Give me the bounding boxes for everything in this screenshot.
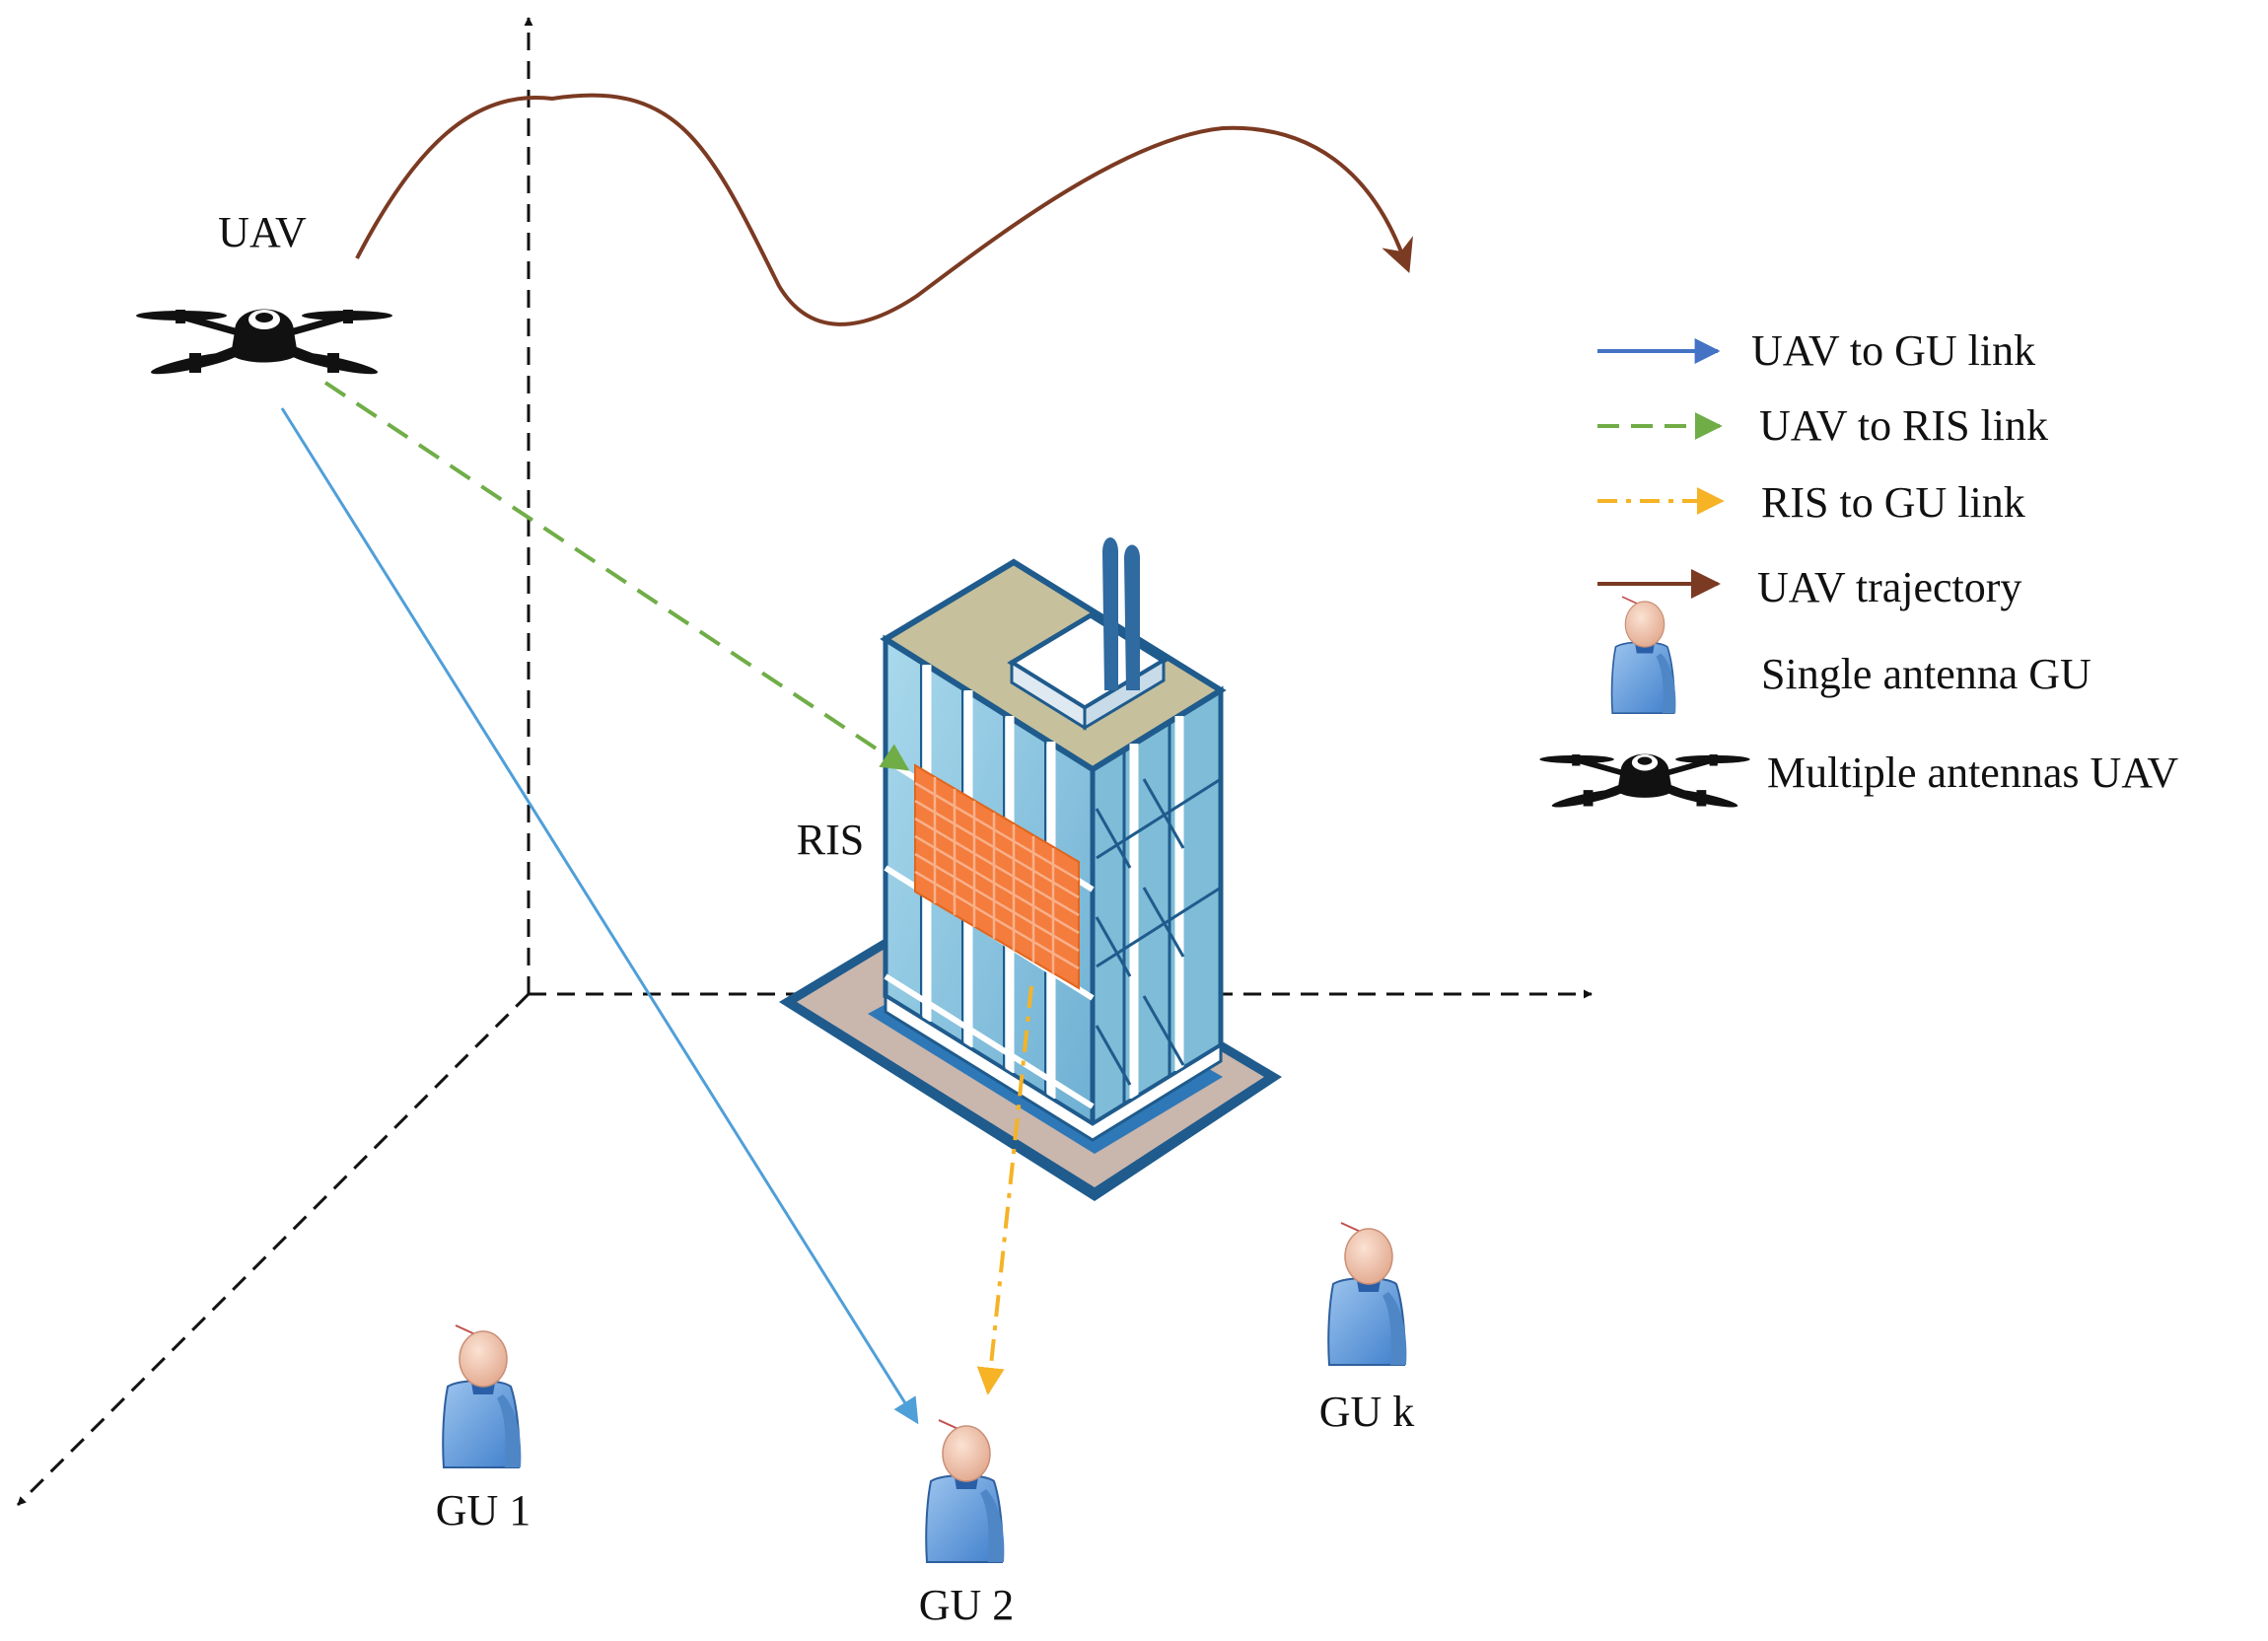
uav-to-ris-link (323, 381, 910, 771)
legend-label-uav: Multiple antennas UAV (1767, 749, 2178, 797)
drone-icon (136, 310, 392, 379)
person-icon (442, 1324, 523, 1468)
legend-label-gu: Single antenna GU (1761, 650, 2091, 698)
y-axis (16, 992, 531, 1507)
legend-label-uav-ris: UAV to RIS link (1759, 401, 2048, 450)
legend-label-ris-gu: RIS to GU link (1761, 478, 2025, 527)
legend-label-trajectory: UAV trajectory (1757, 563, 2021, 611)
uav-to-gu-link (280, 407, 919, 1425)
legend-label-uav-gu: UAV to GU link (1751, 326, 2035, 375)
person-icon (1327, 1222, 1408, 1366)
person-icon (925, 1419, 1006, 1563)
gu2-label: GU 2 (919, 1581, 1015, 1629)
guk-label: GU k (1319, 1388, 1415, 1436)
person-icon (1610, 596, 1677, 715)
drone-icon (1539, 754, 1749, 811)
gu1-label: GU 1 (436, 1486, 532, 1534)
uav-label: UAV (218, 208, 307, 256)
uav-trajectory-curve (355, 93, 1413, 326)
ris-label: RIS (797, 816, 864, 864)
legend: UAV to GU link UAV to RIS link RIS to GU… (1539, 326, 2178, 811)
ris-panel (914, 763, 1080, 990)
